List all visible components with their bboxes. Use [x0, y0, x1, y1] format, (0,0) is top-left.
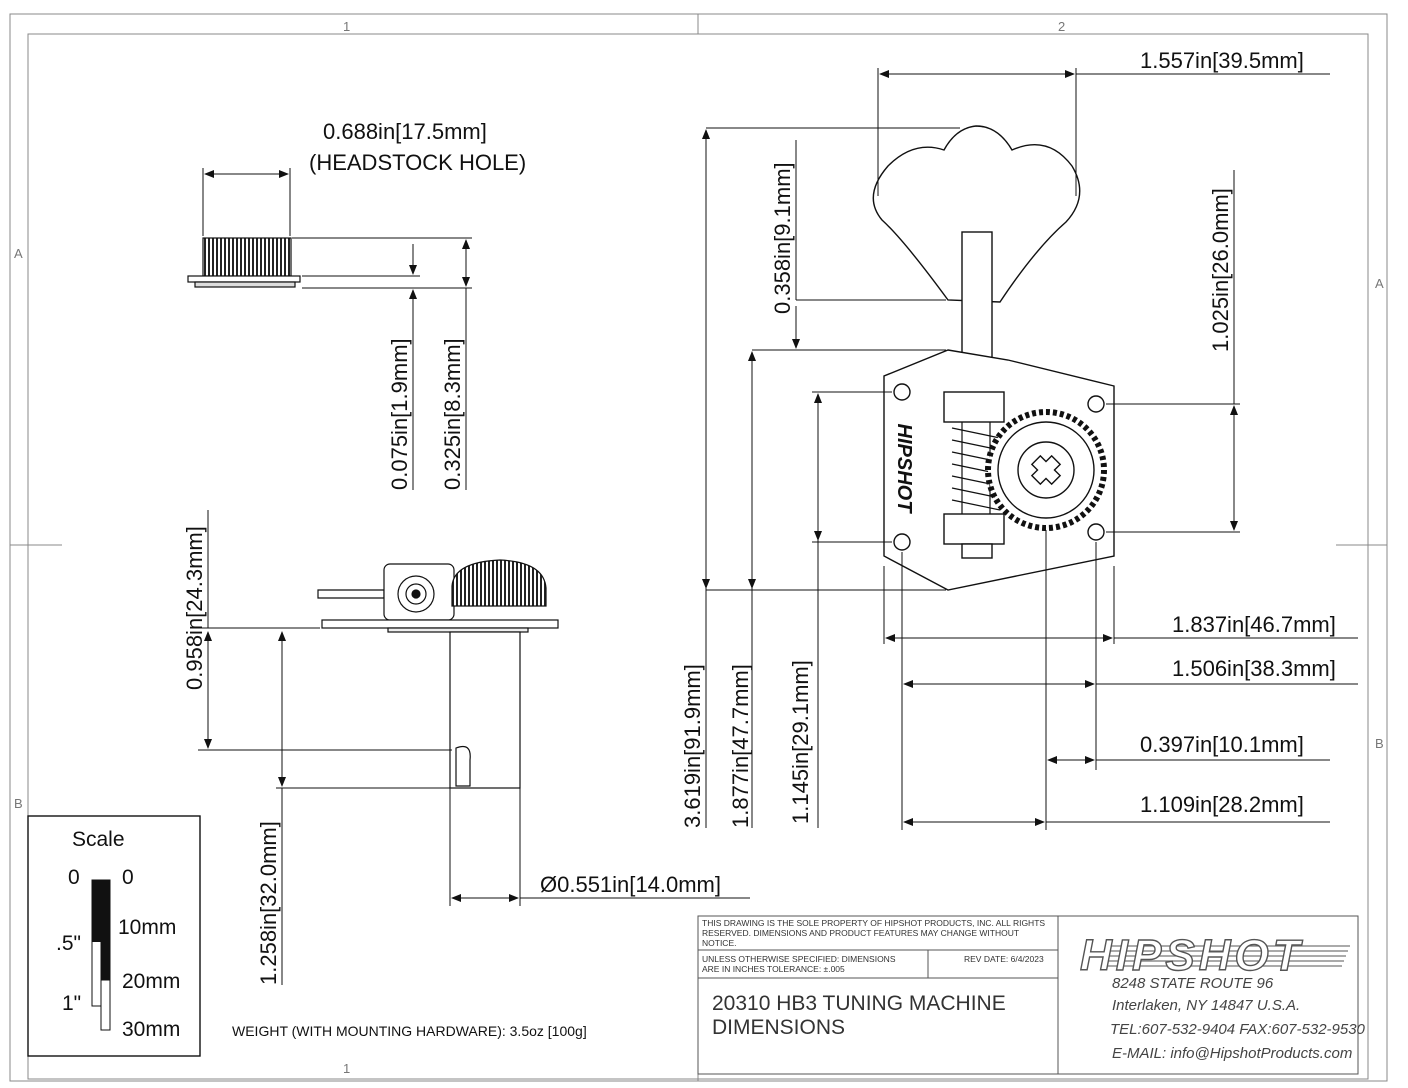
zone-label-a-right: A	[1375, 276, 1384, 291]
post-offset-dim-label: 0.397in[10.1mm]	[1140, 732, 1304, 757]
zone-label-b-right: B	[1375, 736, 1384, 751]
address-email: E-MAIL: info@HipshotProducts.com	[1112, 1045, 1352, 1062]
address-line-2: Interlaken, NY 14847 U.S.A.	[1112, 997, 1300, 1014]
zone-label-a-left: A	[14, 246, 23, 261]
drawing-title-2: DIMENSIONS	[712, 1016, 845, 1039]
address-phone: TEL:607-532-9404 FAX:607-532-9530	[1110, 1021, 1366, 1038]
hole-spacing-dim-label: 1.145in[29.1mm]	[788, 660, 813, 824]
notice-line-2: RESERVED. DIMENSIONS AND PRODUCT FEATURE…	[702, 928, 1019, 938]
address-line-1: 8248 STATE ROUTE 96	[1112, 975, 1274, 992]
zone-label-2: 2	[1058, 19, 1065, 34]
plate-length-dim-label: 1.877in[47.7mm]	[728, 664, 753, 828]
scale-inch-0: 0	[68, 866, 80, 889]
scale-mm-20: 20mm	[122, 970, 180, 993]
overall-length-dim-label: 3.619in[91.9mm]	[680, 664, 705, 828]
tolerance-line-1: UNLESS OTHERWISE SPECIFIED: DIMENSIONS	[702, 954, 896, 964]
post-length-dim-label: 1.258in[32.0mm]	[256, 821, 281, 985]
zone-label-1: 1	[343, 19, 350, 34]
rev-date: REV DATE: 6/4/2023	[964, 954, 1044, 964]
logo-text: HIPSHOT	[1080, 931, 1304, 980]
plate-width-dim-label: 1.837in[46.7mm]	[1172, 612, 1336, 637]
bushing-flange-dim-label: 0.075in[1.9mm]	[387, 338, 412, 490]
bushing-height-dimensions	[292, 237, 472, 490]
key-width-dim-label: 1.557in[39.5mm]	[1140, 48, 1304, 73]
zone-label-1-bottom: 1	[343, 1061, 350, 1076]
main-view-dimensions	[702, 68, 1358, 830]
side-view-dimensions	[198, 510, 750, 985]
scale-inch-half: .5"	[56, 932, 81, 955]
plate-logo: HIPSHOT	[893, 424, 915, 515]
sheet-border	[9, 13, 1388, 1082]
notice-line-3: NOTICE.	[702, 938, 736, 948]
hipshot-logo: HIPSHOT	[1079, 930, 1350, 981]
scale-inch-1: 1"	[62, 992, 81, 1015]
side-height-dim-label: 0.958in[24.3mm]	[182, 526, 207, 690]
tuning-machine-drawing	[872, 125, 1115, 591]
drawing-title-1: 20310 HB3 TUNING MACHINE	[712, 992, 1006, 1015]
scale-mm-10: 10mm	[118, 916, 176, 939]
post-diameter-dim-label: Ø0.551in[14.0mm]	[540, 872, 721, 897]
key-offset-dim-label: 0.358in[9.1mm]	[770, 162, 795, 314]
scale-title: Scale	[72, 828, 125, 851]
scale-mm-0: 0	[122, 866, 134, 889]
headstock-hole-note: (HEADSTOCK HOLE)	[309, 150, 526, 175]
bushing-drawing	[187, 237, 301, 288]
tolerance-line-2: ARE IN INCHES TOLERANCE: ±.005	[702, 964, 845, 974]
notice-line-1: THIS DRAWING IS THE SOLE PROPERTY OF HIP…	[702, 918, 1045, 928]
hole-spacing-h-dim-label: 1.506in[38.3mm]	[1172, 656, 1336, 681]
weight-note: WEIGHT (WITH MOUNTING HARDWARE): 3.5oz […	[232, 1023, 587, 1039]
title-block	[697, 915, 1359, 1075]
scale-box	[27, 815, 201, 1057]
headstock-hole-dim-label: 0.688in[17.5mm]	[323, 119, 487, 144]
bushing-height-dim-label: 0.325in[8.3mm]	[440, 338, 465, 490]
headstock-hole-dimension	[202, 168, 291, 236]
scale-mm-30: 30mm	[122, 1018, 180, 1041]
mount-hole-v-dim-label: 1.025in[26.0mm]	[1208, 188, 1233, 352]
side-view-drawing	[317, 559, 559, 789]
zone-label-b-left: B	[14, 796, 23, 811]
post-center-dim-label: 1.109in[28.2mm]	[1140, 792, 1304, 817]
